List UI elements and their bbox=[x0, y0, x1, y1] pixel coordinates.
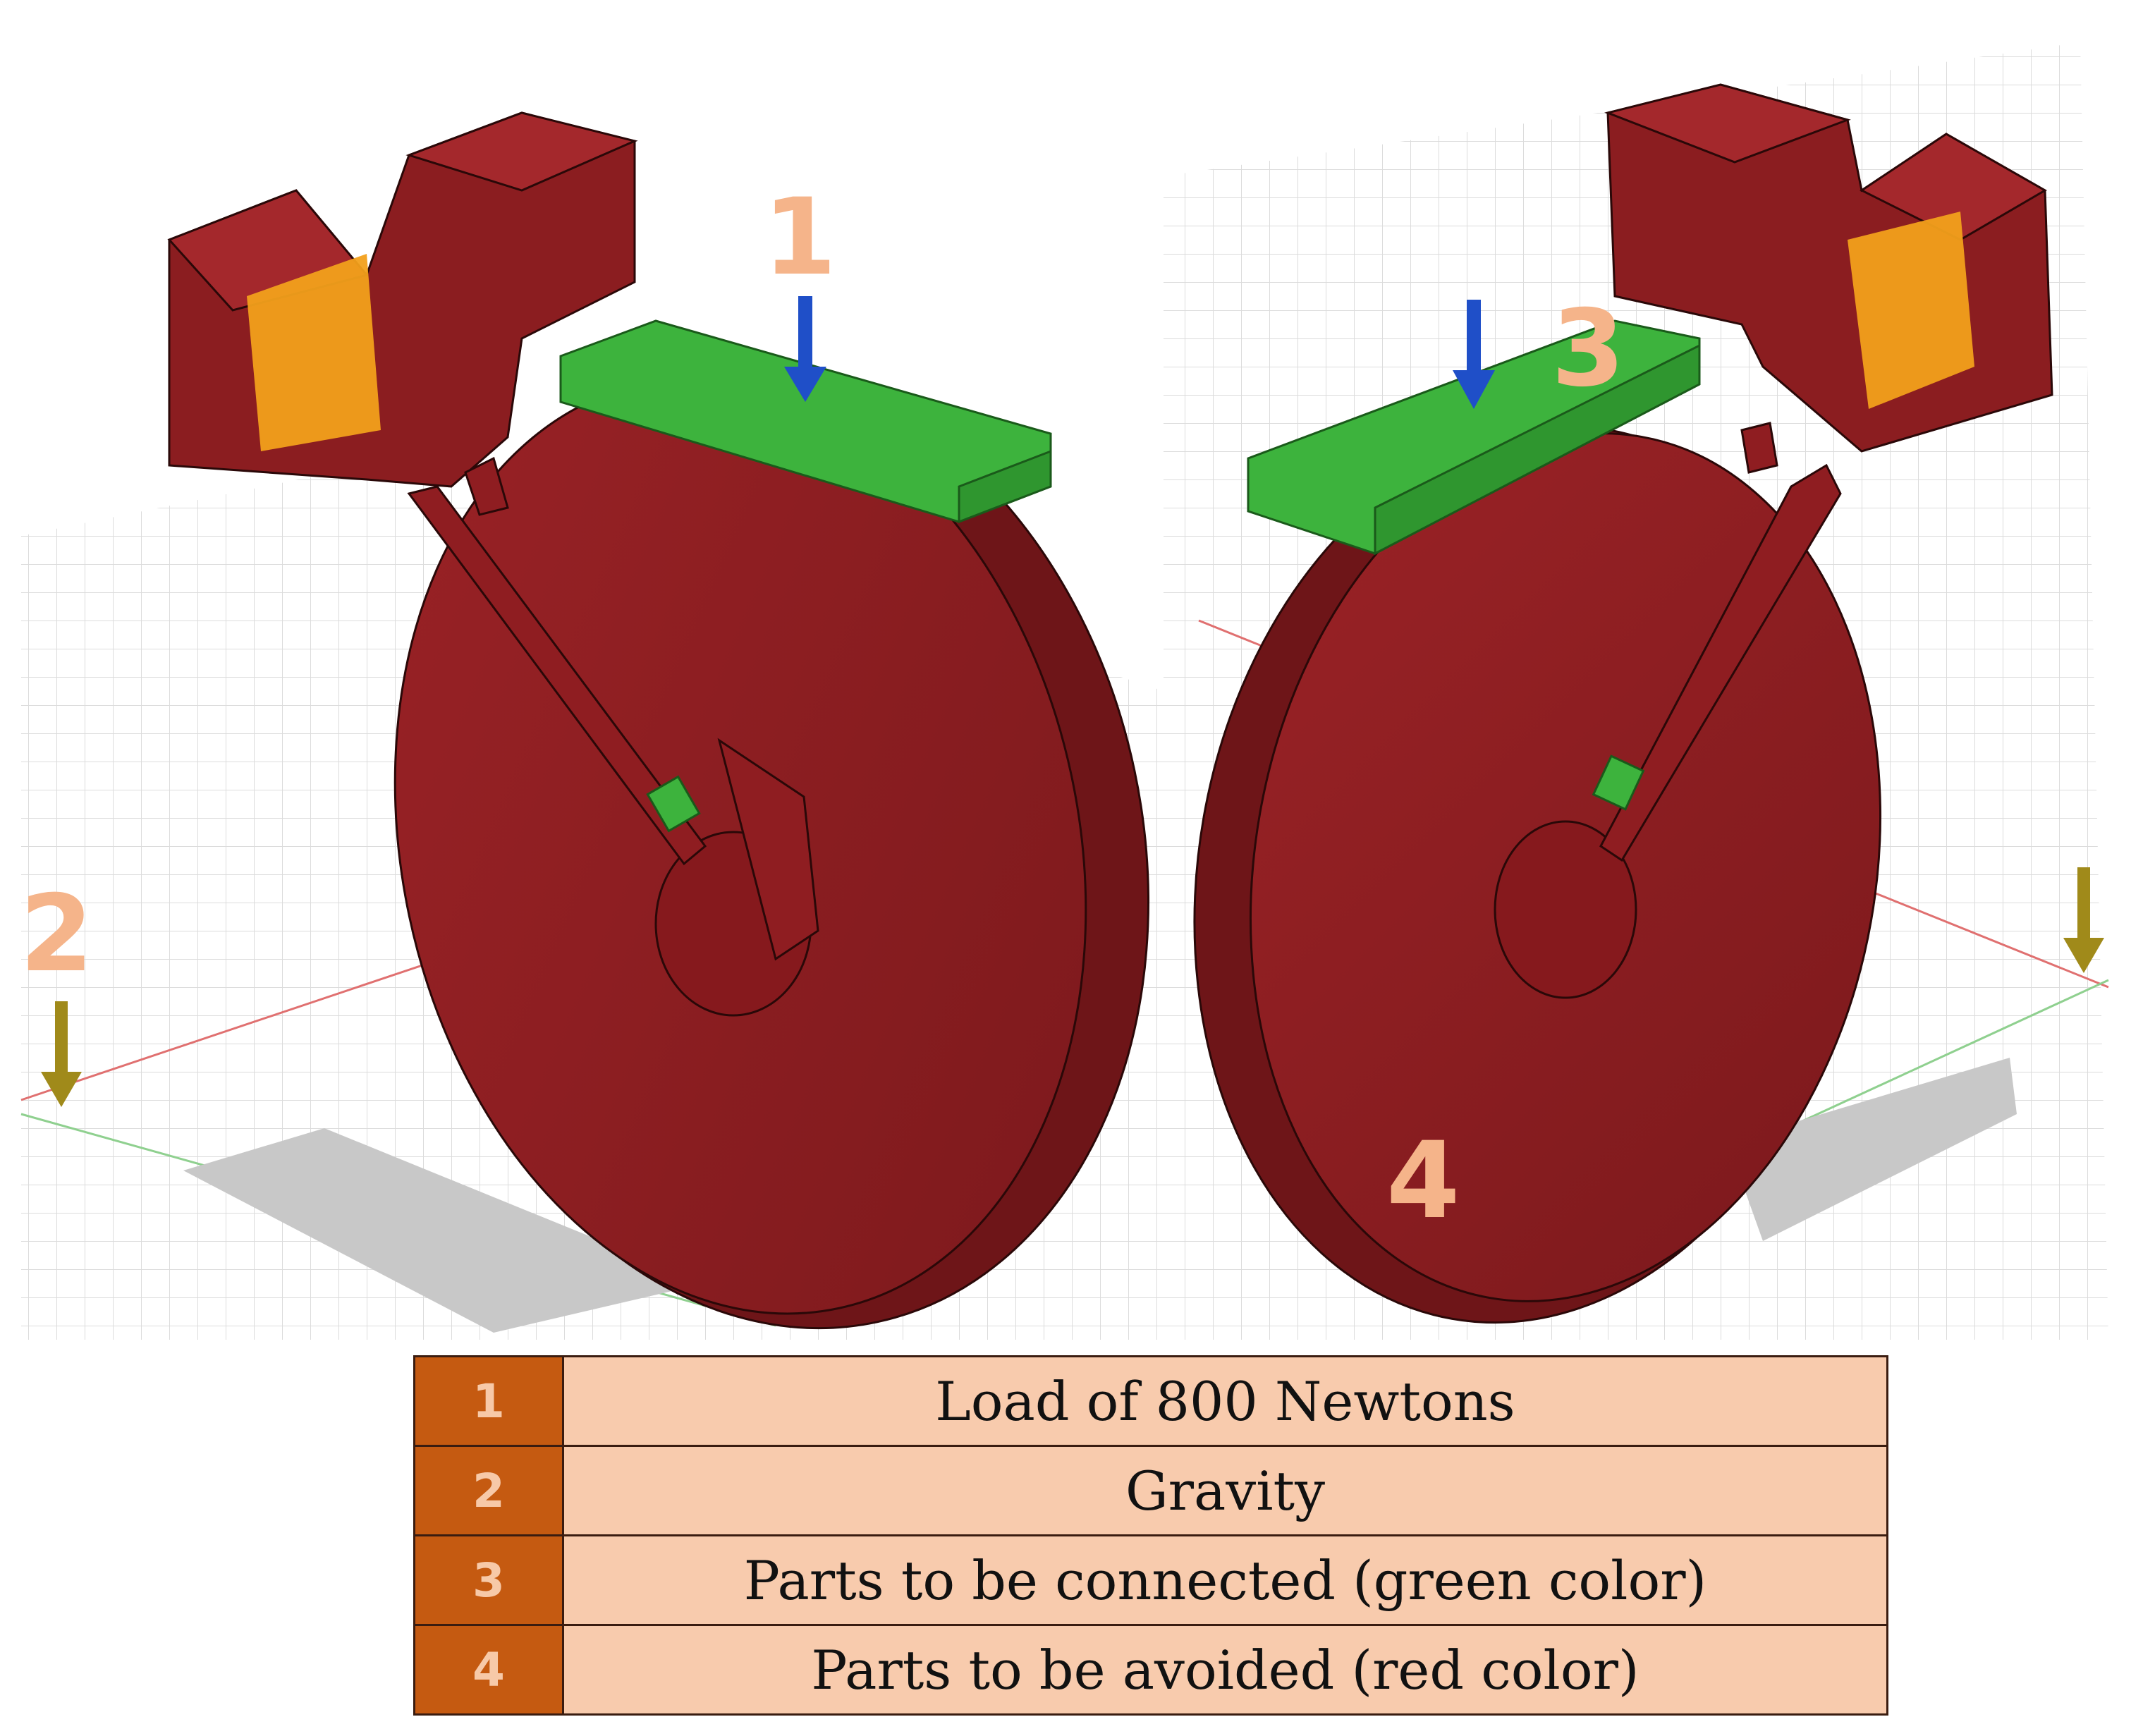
cad-scene bbox=[20, 42, 2109, 1340]
right-orange-patch bbox=[1848, 212, 1974, 409]
legend-number: 1 bbox=[413, 1355, 564, 1447]
left-orange-patch bbox=[247, 254, 381, 451]
right-hub bbox=[1494, 820, 1637, 999]
shadow-left bbox=[183, 1128, 705, 1333]
right-assembly bbox=[1193, 83, 2053, 1324]
legend-number: 4 bbox=[413, 1624, 564, 1716]
down-arrow-icon bbox=[41, 1001, 82, 1107]
legend-row: 4 Parts to be avoided (red color) bbox=[413, 1624, 1888, 1716]
legend-row: 3 Parts to be connected (green color) bbox=[413, 1534, 1888, 1626]
legend-row: 2 Gravity bbox=[413, 1445, 1888, 1536]
legend-text: Load of 800 Newtons bbox=[562, 1355, 1888, 1447]
legend-number: 3 bbox=[413, 1534, 564, 1626]
legend-text: Parts to be connected (green color) bbox=[562, 1534, 1888, 1626]
marker-4: 4 bbox=[1386, 1120, 1460, 1242]
left-small-green-part bbox=[646, 775, 701, 833]
legend-number: 2 bbox=[413, 1445, 564, 1536]
down-arrow-icon bbox=[1453, 300, 1495, 409]
left-assembly bbox=[167, 111, 1149, 1330]
legend-table: 1 Load of 800 Newtons 2 Gravity 3 Parts … bbox=[413, 1355, 1888, 1716]
down-arrow-icon bbox=[784, 296, 826, 402]
shadow-right bbox=[1728, 1058, 2017, 1241]
down-arrow-icon bbox=[2063, 867, 2104, 973]
right-small-green-part bbox=[1592, 754, 1645, 811]
marker-3: 3 bbox=[1551, 288, 1625, 410]
left-arm bbox=[407, 485, 707, 866]
marker-1: 1 bbox=[763, 176, 837, 299]
marker-2: 2 bbox=[20, 873, 94, 996]
legend-text: Parts to be avoided (red color) bbox=[562, 1624, 1888, 1716]
legend-text: Gravity bbox=[562, 1445, 1888, 1536]
legend-row: 1 Load of 800 Newtons bbox=[413, 1355, 1888, 1447]
